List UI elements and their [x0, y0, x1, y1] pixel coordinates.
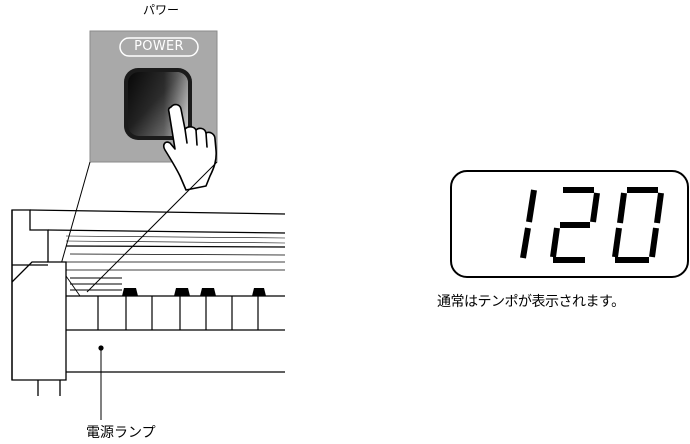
power-label-above: パワー — [143, 3, 180, 17]
lamp-dot-icon — [98, 345, 104, 351]
display-caption: 通常はテンポが表示されます。 — [437, 294, 625, 310]
power-label-pill — [119, 37, 199, 57]
black-keys — [122, 288, 266, 296]
piano-illustration — [11, 209, 286, 396]
white-keys — [97, 296, 259, 330]
keyboard-edge — [65, 275, 122, 297]
power-panel-label: POWER — [134, 39, 184, 54]
power-lamp-label: 電源ランプ — [86, 425, 156, 441]
tempo-digits — [520, 187, 664, 263]
hand-pointer-icon — [163, 103, 217, 191]
